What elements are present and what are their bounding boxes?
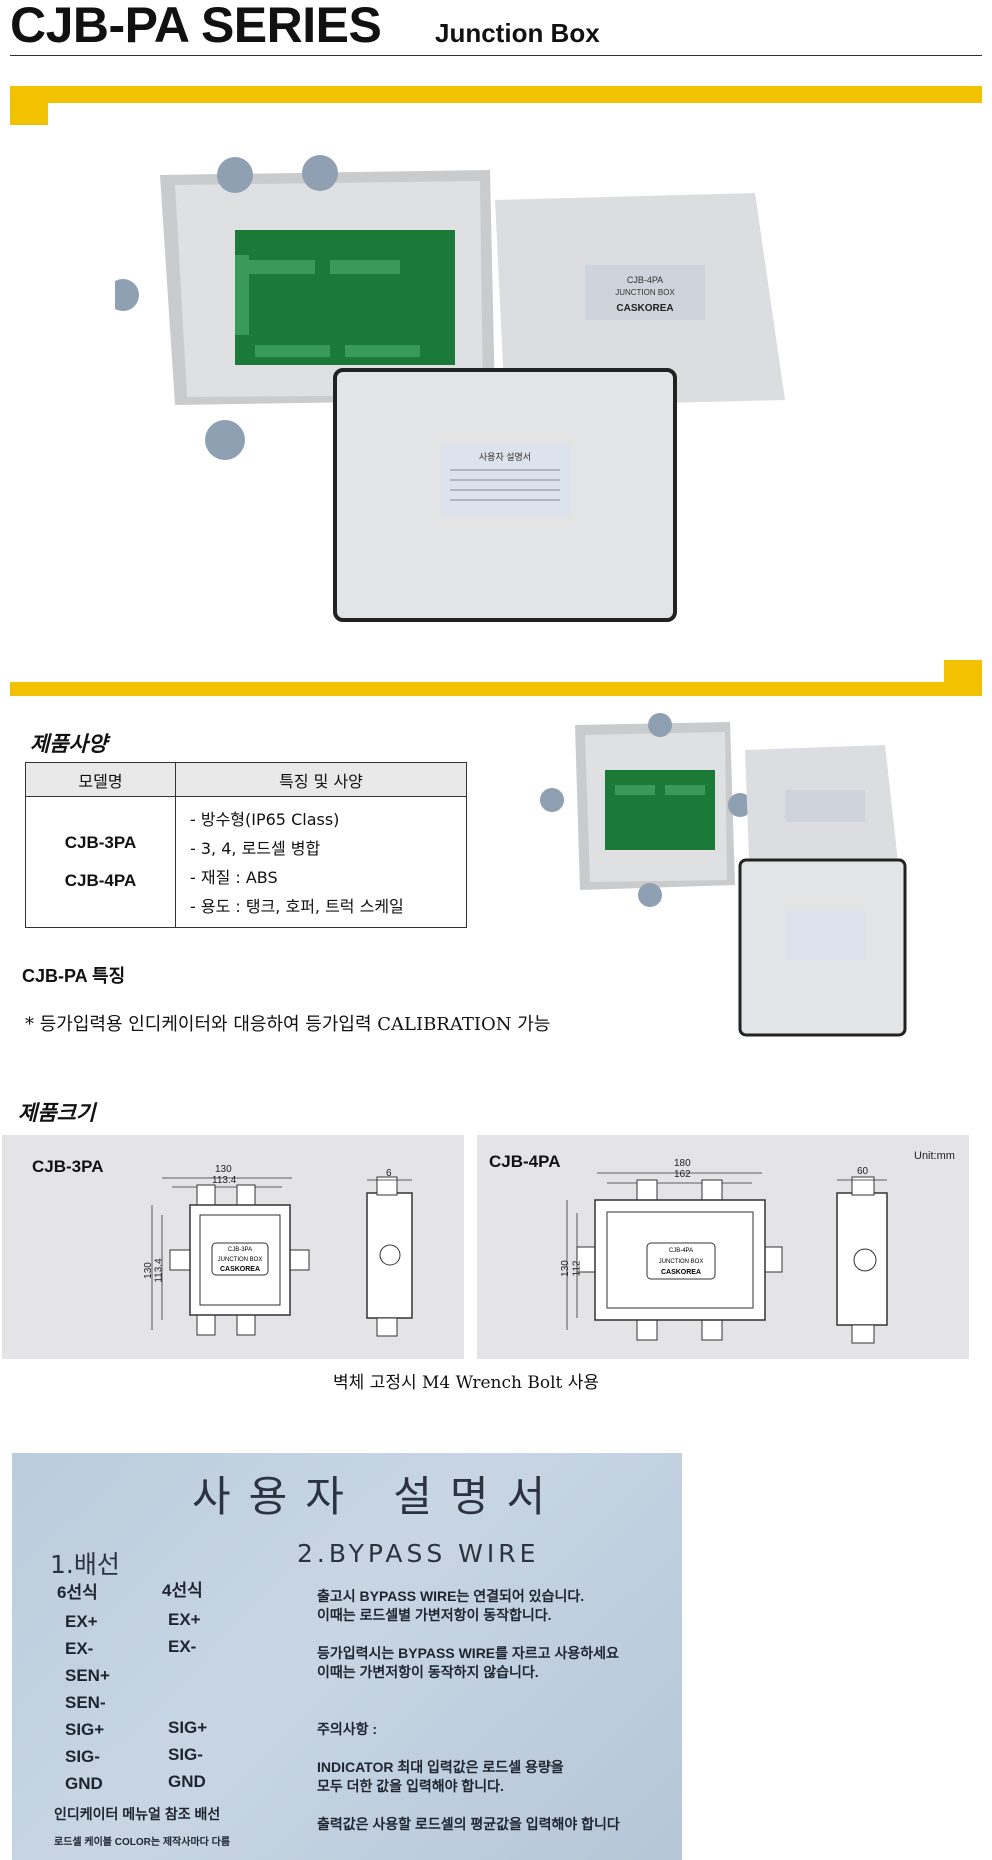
cjb4-tag3: CASKOREA: [661, 1269, 701, 1276]
cjb3-w-inner: 113.4: [212, 1175, 237, 1186]
wire-label: EX+: [168, 1610, 201, 1629]
product-photo-main: CJB-4PA JUNCTION BOX CASKOREA 사용자 설명서: [115, 145, 835, 655]
cjb3-tag3: CASKOREA: [220, 1266, 260, 1273]
cjb3-w-outer: 130: [215, 1164, 232, 1175]
wire-label: SIG-: [168, 1745, 203, 1764]
page-header: CJB-PA SERIES Junction Box: [10, 0, 982, 56]
wire-label: SIG+: [65, 1720, 105, 1739]
cjb4-depth: 60: [857, 1166, 869, 1177]
top-yellow-tab: [10, 86, 48, 125]
bottom-yellow-bar: [10, 682, 982, 696]
cjb4-drawing-panel: CJB-4PA Unit:mm CJB-4PA JUNCTION BOX CAS…: [477, 1135, 969, 1359]
feature-item: - 3, 4, 로드셀 병합: [190, 839, 321, 858]
manual-tag-title: 사용자 설명서: [479, 452, 531, 462]
model-name: CJB-4PA: [64, 871, 137, 890]
user-manual-label: 사용자 설명서 1.배선 2.BYPASS WIRE 6선식 EX+ EX- S…: [12, 1453, 682, 1860]
four-wire-head: 4선식: [162, 1581, 203, 1600]
series-subtitle: Junction Box: [435, 18, 600, 48]
bottom-yellow-tab: [944, 660, 982, 696]
mount-note: 벽체 고정시 M4 Wrench Bolt 사용: [333, 1373, 600, 1393]
bypass-line: 등가입력시는 BYPASS WIRE를 자르고 사용하세요: [317, 1645, 619, 1661]
wire-label: GND: [65, 1774, 103, 1793]
bypass-line: 모두 더한 값을 입력해야 합니다.: [317, 1778, 504, 1794]
color-note: 로드셀 케이블 COLOR는 제작사마다 다름: [54, 1837, 231, 1848]
unit-label: Unit:mm: [914, 1150, 955, 1162]
wire-label: EX+: [65, 1612, 98, 1631]
feature-item: - 방수형(IP65 Class): [190, 810, 340, 829]
cjb3-drawing-panel: CJB-3PA CJB-3PA JUNCTION BOX CASKOREA 13…: [2, 1135, 464, 1359]
series-title: CJB-PA SERIES: [10, 0, 382, 53]
wire-label: SIG-: [65, 1747, 100, 1766]
cjb4-tag1: CJB-4PA: [669, 1248, 693, 1254]
bypass-line: 출고시 BYPASS WIRE는 연결되어 있습니다.: [317, 1588, 585, 1604]
col-model-header: 모델명: [25, 762, 176, 797]
cjb4-tag2: JUNCTION BOX: [659, 1259, 704, 1265]
feature-note: * 등가입력용 인디케이터와 대응하여 등가입력 CALIBRATION 가능: [25, 1014, 551, 1035]
cjb4-h-inner: 112: [571, 1260, 583, 1277]
size-title: 제품크기: [18, 1102, 96, 1125]
bypass-line: 출력값은 사용할 로드셀의 평균값을 입력해야 합니다: [317, 1816, 620, 1832]
cjb3-depth: 6: [386, 1168, 392, 1179]
bypass-title: 2.BYPASS WIRE: [297, 1539, 540, 1568]
wiring-title: 1.배선: [50, 1550, 120, 1579]
cjb4-w-inner: 162: [674, 1169, 691, 1180]
cjb3-label: CJB-3PA: [32, 1157, 104, 1176]
cjb3-h-outer: 130: [142, 1262, 154, 1279]
feature-item: - 재질 : ABS: [190, 868, 278, 887]
wire-label: EX-: [168, 1637, 197, 1656]
model-name: CJB-3PA: [64, 833, 137, 852]
wire-label: EX-: [65, 1639, 94, 1658]
cjb4-w-outer: 180: [674, 1158, 691, 1169]
product-photo-small: [540, 710, 940, 1040]
bypass-line: 이때는 로드셀별 가변저항이 동작합니다.: [317, 1607, 552, 1623]
feature-item: - 용도 : 탱크, 호퍼, 트럭 스케일: [190, 897, 404, 916]
four-wire-column: 4선식 EX+ EX- SIG+ SIG- GND: [162, 1577, 207, 1795]
bypass-line: 주의사항 :: [317, 1721, 378, 1737]
lid-tag-model: CJB-4PA: [627, 275, 663, 285]
wire-label: SEN+: [65, 1666, 110, 1685]
bypass-line: 이때는 가변저항이 동작하지 않습니다.: [317, 1664, 539, 1680]
six-wire-head: 6선식: [57, 1583, 98, 1602]
bypass-text: 출고시 BYPASS WIRE는 연결되어 있습니다. 이때는 로드셀별 가변저…: [317, 1587, 620, 1834]
cjb3-tag1: CJB-3PA: [228, 1247, 252, 1253]
wire-label: SEN-: [65, 1693, 106, 1712]
wire-label: SIG+: [168, 1718, 208, 1737]
bypass-line: INDICATOR 최대 입력값은 로드셀 용량을: [317, 1759, 564, 1775]
cjb4-label: CJB-4PA: [489, 1152, 561, 1171]
spec-table: 모델명 특징 및 사양 CJB-3PA CJB-4PA - 방수형(IP65 C…: [25, 762, 467, 928]
cjb4-h-outer: 130: [559, 1260, 571, 1277]
cjb3-tag2: JUNCTION BOX: [218, 1257, 263, 1263]
manual-title: 사용자 설명서: [192, 1472, 564, 1521]
wire-label: GND: [168, 1772, 206, 1791]
ref-note: 인디케이터 메뉴얼 참조 배선: [54, 1806, 221, 1822]
lid-tag-brand: CASKOREA: [616, 303, 673, 314]
col-feature-header: 특징 및 사양: [175, 762, 467, 797]
top-yellow-bar: [10, 86, 982, 103]
six-wire-column: 6선식 EX+ EX- SEN+ SEN- SIG+ SIG- GND: [57, 1579, 110, 1797]
feature-heading: CJB-PA 특징: [22, 966, 126, 986]
lid-tag-type: JUNCTION BOX: [615, 288, 675, 297]
spec-title: 제품사양: [30, 733, 108, 756]
cjb3-h-inner: 113.4: [153, 1258, 165, 1283]
